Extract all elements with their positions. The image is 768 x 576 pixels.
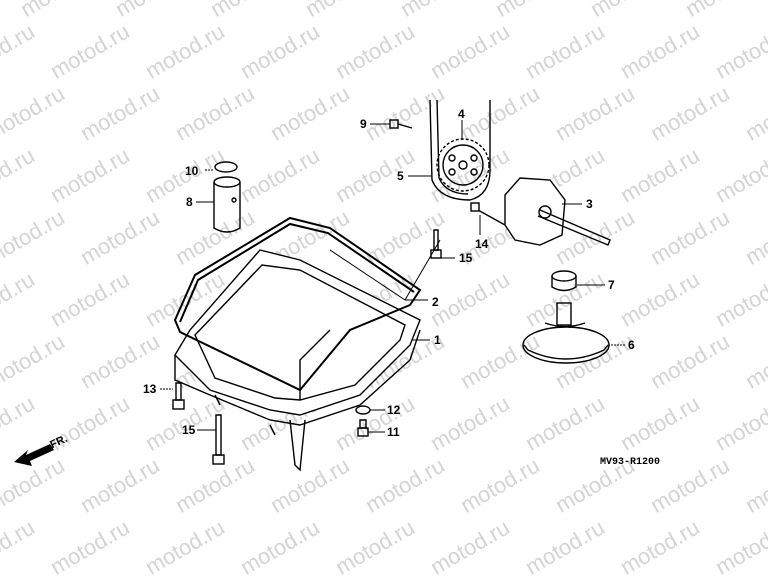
strainer-drawing [522,302,610,364]
bolt-13-drawing [172,382,185,410]
callout-1: 1 [434,333,441,347]
drain-bolt-drawing [355,405,371,437]
callout-12: 12 [387,403,401,417]
diagram-code: MV93-R1200 [600,457,661,468]
chain-sprocket-drawing [429,99,491,201]
callout-15-right: 15 [459,251,473,265]
callout-7: 7 [608,278,615,292]
callout-6: 6 [628,338,635,352]
callout-10: 10 [185,164,199,178]
callout-13: 13 [143,382,157,396]
front-arrow-drawing [14,444,54,466]
gasket-drawing [173,216,422,392]
callout-14: 14 [475,237,489,251]
leader-lines [160,120,625,433]
callout-8: 8 [186,195,193,209]
oil-pipe-drawing [213,161,241,233]
oil-pump-drawing [504,177,611,246]
callout-3: 3 [586,197,593,211]
callout-4: 4 [458,107,465,121]
oil-pan-drawing [174,249,421,472]
bolt-9-drawing [389,119,413,129]
callout-5: 5 [397,169,404,183]
callout-2: 2 [432,295,439,309]
seal-drawing [551,270,577,292]
callout-9: 9 [360,117,367,131]
callout-15-left: 15 [182,423,196,437]
bolt-15-left-drawing [212,414,225,465]
bolt-14-drawing [470,202,506,226]
bolt-15-right-drawing [430,229,442,259]
callout-11: 11 [387,425,400,439]
